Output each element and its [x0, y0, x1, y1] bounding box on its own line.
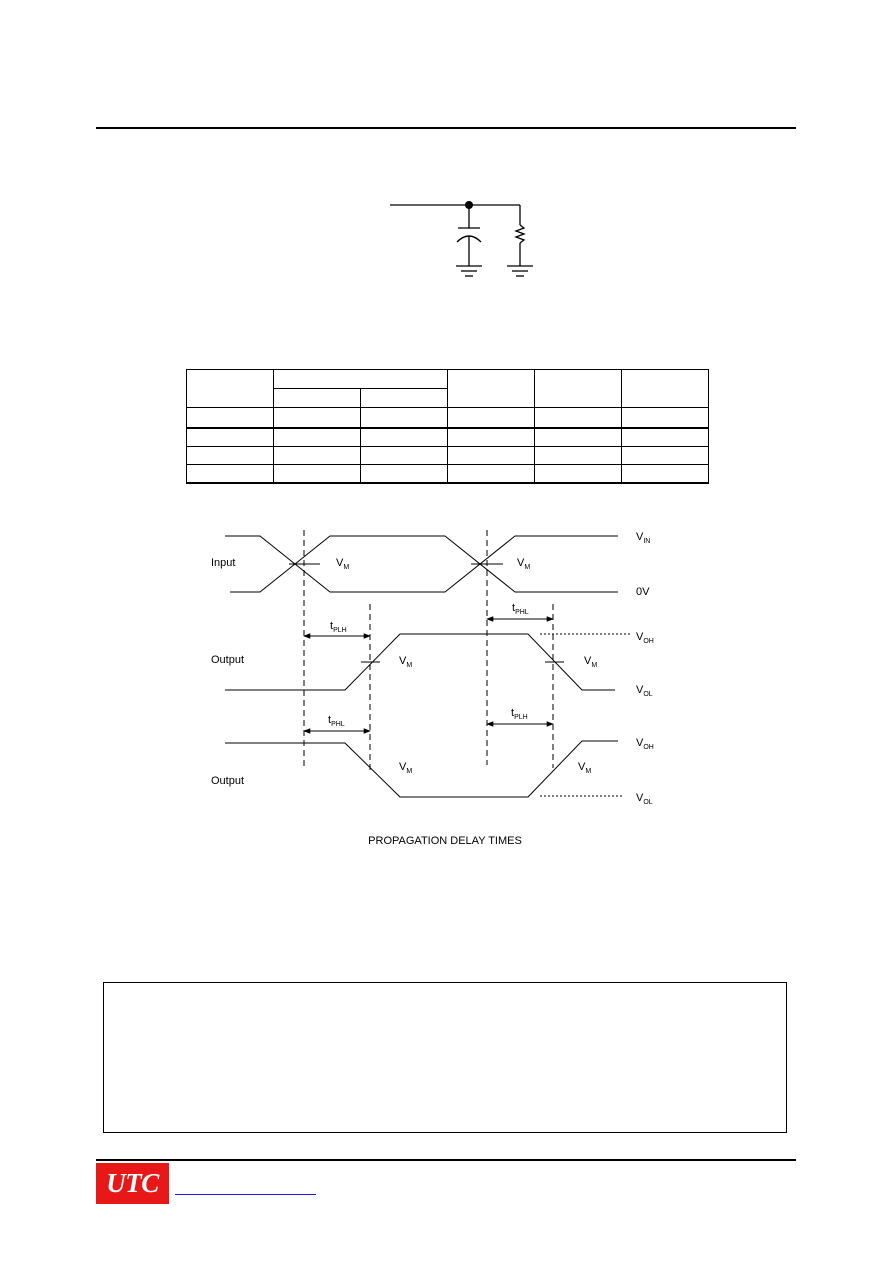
output2-signal-label: Output — [211, 775, 244, 787]
table-header-cell — [186, 369, 274, 408]
table-row — [186, 407, 709, 429]
notice-box — [103, 982, 787, 1133]
table-row — [186, 427, 709, 447]
footer-rule — [96, 1159, 796, 1161]
resistor-zigzag — [514, 224, 526, 244]
vm-label-output2-rise: VM — [578, 761, 591, 775]
vm-label-output1-fall: VM — [584, 655, 597, 669]
input-signal-label: Input — [211, 557, 235, 569]
voh2-label: VOH — [636, 737, 654, 751]
propagation-delay-timing-diagram: Input Output Output VIN 0V VOH VOL VOH V… — [211, 530, 654, 847]
table-header-cell — [447, 369, 535, 408]
output2-waveform — [225, 740, 618, 798]
table-header-cell — [621, 369, 709, 408]
circuit-node-dot — [465, 201, 473, 209]
vm-label-output2-fall: VM — [399, 761, 412, 775]
utc-logo: UTC — [96, 1163, 169, 1204]
zero-volt-label: 0V — [636, 586, 650, 598]
voh1-label: VOH — [636, 631, 654, 645]
vm-label-input-1: VM — [336, 557, 349, 571]
tphl-label-2: tPHL — [328, 714, 345, 728]
input-waveform-high — [225, 535, 618, 593]
website-link[interactable] — [175, 1194, 316, 1195]
output1-waveform — [225, 633, 615, 691]
load-circuit-schematic — [390, 201, 533, 277]
table-subheader-cell — [273, 388, 361, 408]
table-header-cell — [534, 369, 622, 408]
input-waveform-low — [230, 535, 618, 593]
vm-label-input-2: VM — [517, 557, 530, 571]
table-subheader-cell — [360, 388, 448, 408]
tphl-label-1: tPHL — [512, 602, 529, 616]
vol1-label: VOL — [636, 684, 653, 698]
table-row — [186, 446, 709, 465]
vin-label: VIN — [636, 531, 650, 545]
test-parameter-table — [186, 369, 709, 484]
tplh-label-2: tPLH — [511, 707, 528, 721]
table-header-cell — [273, 369, 448, 389]
output1-signal-label: Output — [211, 654, 244, 666]
diagram-caption: PROPAGATION DELAY TIMES — [368, 835, 522, 847]
table-row — [186, 464, 709, 484]
tplh-label-1: tPLH — [330, 620, 347, 634]
vol2-label: VOL — [636, 792, 653, 806]
vm-label-output1-rise: VM — [399, 655, 412, 669]
header-rule — [96, 127, 796, 129]
